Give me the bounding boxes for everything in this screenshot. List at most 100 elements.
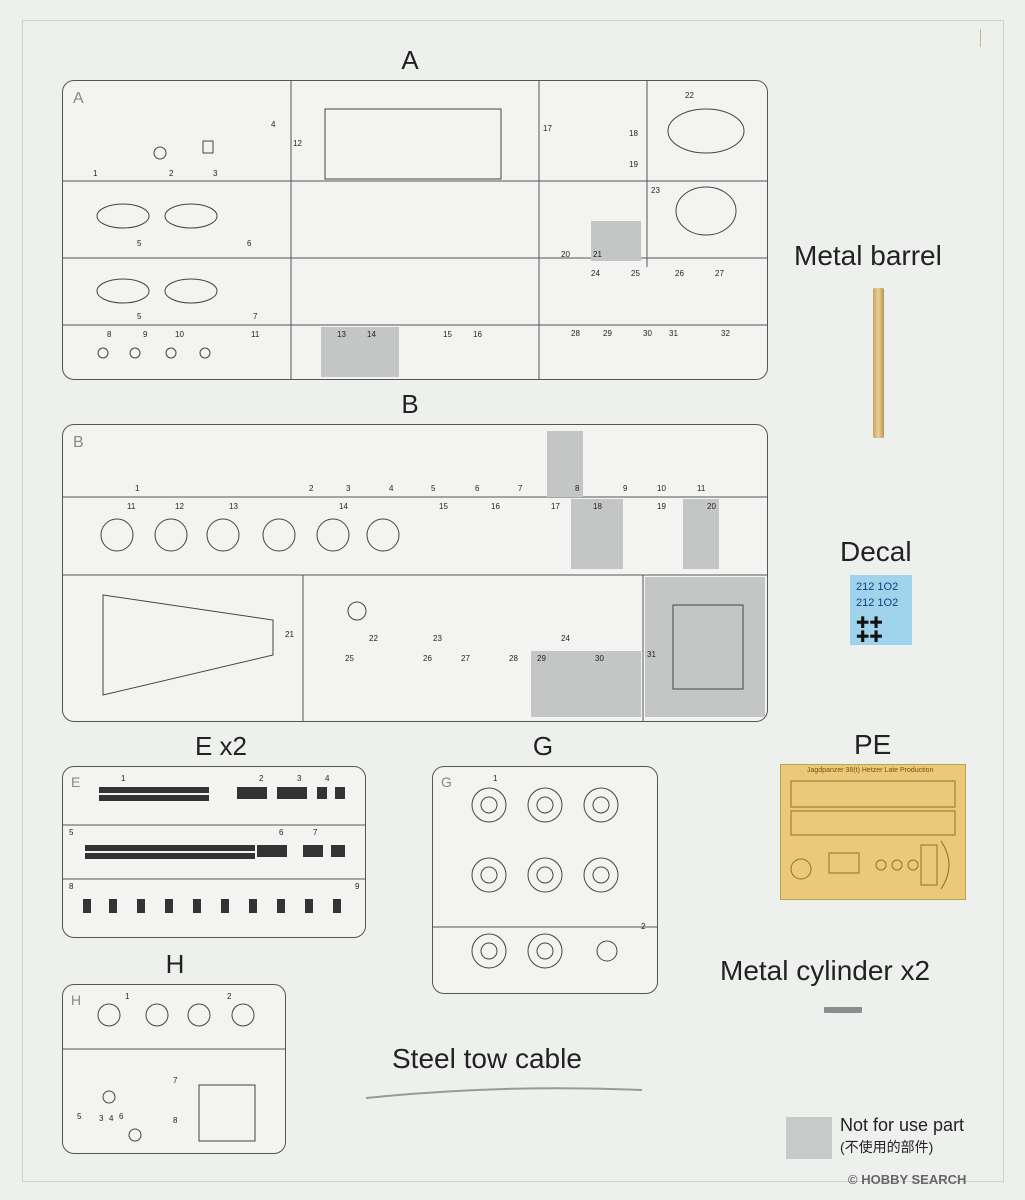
part-number: 31: [647, 650, 656, 659]
part-number: 13: [229, 502, 238, 511]
part-number: 7: [173, 1076, 178, 1085]
sprue-h-title: H: [165, 949, 185, 979]
decal-label: Decal: [840, 536, 912, 567]
part-number: 5: [137, 312, 142, 321]
metal-cylinder-label: Metal cylinder x2: [720, 955, 931, 986]
decal-crosses: ✚✚: [856, 615, 883, 632]
part-number: 1: [125, 992, 130, 1001]
part-number: 18: [593, 502, 602, 511]
part-number: 24: [561, 634, 570, 643]
sprue-b: B 1 2 3 4 5 6 7 8 9 10 11 11 12 13 14 1: [62, 424, 768, 722]
part-number: 22: [369, 634, 378, 643]
part-number: 5: [431, 484, 436, 493]
part-number: 7: [518, 484, 523, 493]
part-number: 21: [593, 250, 602, 259]
part-number: 20: [707, 502, 716, 511]
sprue-e-title: E x2: [194, 731, 248, 761]
part-number: 2: [641, 922, 646, 931]
sprue-g-title: G: [532, 731, 554, 761]
part-number: 6: [119, 1112, 124, 1121]
part-number: 11: [251, 330, 260, 339]
sprue-letter: E: [71, 774, 80, 790]
part-number: 31: [669, 329, 678, 338]
sprue-b-title: B: [401, 389, 419, 419]
part-number: 11: [127, 502, 136, 511]
part-number: 8: [107, 330, 112, 339]
part-number: 26: [675, 269, 684, 278]
part-number: 2: [309, 484, 314, 493]
part-number: 1: [135, 484, 140, 493]
pe-title: Jagdpanzer 38(t) Hetzer Late Production: [807, 767, 934, 774]
part-number: 8: [575, 484, 580, 493]
part-number: 14: [367, 330, 376, 339]
part-number: 26: [423, 654, 432, 663]
pe-label: PE: [854, 729, 892, 760]
sprue-h: H 1 2 3 4 5 6 7 8: [62, 984, 286, 1154]
metal-cylinder-image: [824, 1007, 862, 1013]
part-number: 3: [213, 169, 218, 178]
part-number: 8: [173, 1116, 178, 1125]
part-number: 12: [293, 139, 302, 148]
sprue-letter: H: [71, 992, 81, 1008]
part-number: 3: [99, 1114, 104, 1123]
part-number: 9: [143, 330, 148, 339]
decal-row-2: 212 1O2: [856, 597, 899, 609]
sprue-g: G 1 2: [432, 766, 658, 994]
part-number: 13: [337, 330, 346, 339]
part-number: 25: [631, 269, 640, 278]
sprue-letter: G: [441, 774, 452, 790]
part-number: 20: [561, 250, 570, 259]
part-number: 2: [169, 169, 174, 178]
part-number: 9: [355, 882, 360, 891]
sprue-letter: A: [73, 90, 84, 107]
pe-drawing: [790, 780, 956, 890]
not-for-use-swatch: [786, 1117, 832, 1159]
decal-crosses: ✚✚: [856, 629, 883, 646]
part-number: 6: [279, 828, 284, 837]
part-number: 27: [461, 654, 470, 663]
part-number: 4: [389, 484, 394, 493]
part-number: 3: [346, 484, 351, 493]
page-frame: [22, 20, 1004, 1182]
part-number: 4: [271, 120, 276, 129]
sprue-g-drawing: G 1 2: [433, 774, 657, 969]
part-number: 6: [475, 484, 480, 493]
part-number: 5: [69, 828, 74, 837]
steel-tow-cable-label: Steel tow cable: [392, 1043, 582, 1074]
part-number: 17: [543, 124, 552, 133]
part-number: 19: [629, 160, 638, 169]
part-number: 2: [259, 774, 264, 783]
part-number: 9: [623, 484, 628, 493]
part-number: 5: [137, 239, 142, 248]
metal-barrel-image: [873, 288, 884, 438]
part-number: 28: [571, 329, 580, 338]
not-for-use-label-cn: (不使用的部件): [840, 1139, 934, 1155]
sprue-letter: B: [73, 434, 84, 451]
pe-fret: Jagdpanzer 38(t) Hetzer Late Production: [780, 764, 966, 900]
part-number: 3: [297, 774, 302, 783]
part-number: 10: [175, 330, 184, 339]
part-number: 19: [657, 502, 666, 511]
part-number: 23: [433, 634, 442, 643]
part-number: 8: [69, 882, 74, 891]
part-number: 22: [685, 91, 694, 100]
part-number: 4: [109, 1114, 114, 1123]
part-number: 29: [603, 329, 612, 338]
part-number: 16: [491, 502, 500, 511]
part-number: 15: [439, 502, 448, 511]
sprue-h-drawing: H 1 2 3 4 5 6 7 8: [63, 992, 285, 1142]
part-number: 23: [651, 186, 660, 195]
part-number: 30: [595, 654, 604, 663]
part-number: 1: [93, 169, 98, 178]
part-number: 1: [121, 774, 126, 783]
part-number: 32: [721, 329, 730, 338]
part-number: 27: [715, 269, 724, 278]
sprue-e: E 1 2 3 4 5 6 7 8 9: [62, 766, 366, 938]
part-number: 7: [313, 828, 318, 837]
part-number: 24: [591, 269, 600, 278]
decal-sheet: 212 1O2 212 1O2 ✚✚ ✚✚: [850, 575, 912, 646]
part-number: 28: [509, 654, 518, 663]
not-for-use-label: Not for use part: [840, 1115, 965, 1135]
part-number: 11: [697, 484, 706, 493]
part-number: 15: [443, 330, 452, 339]
